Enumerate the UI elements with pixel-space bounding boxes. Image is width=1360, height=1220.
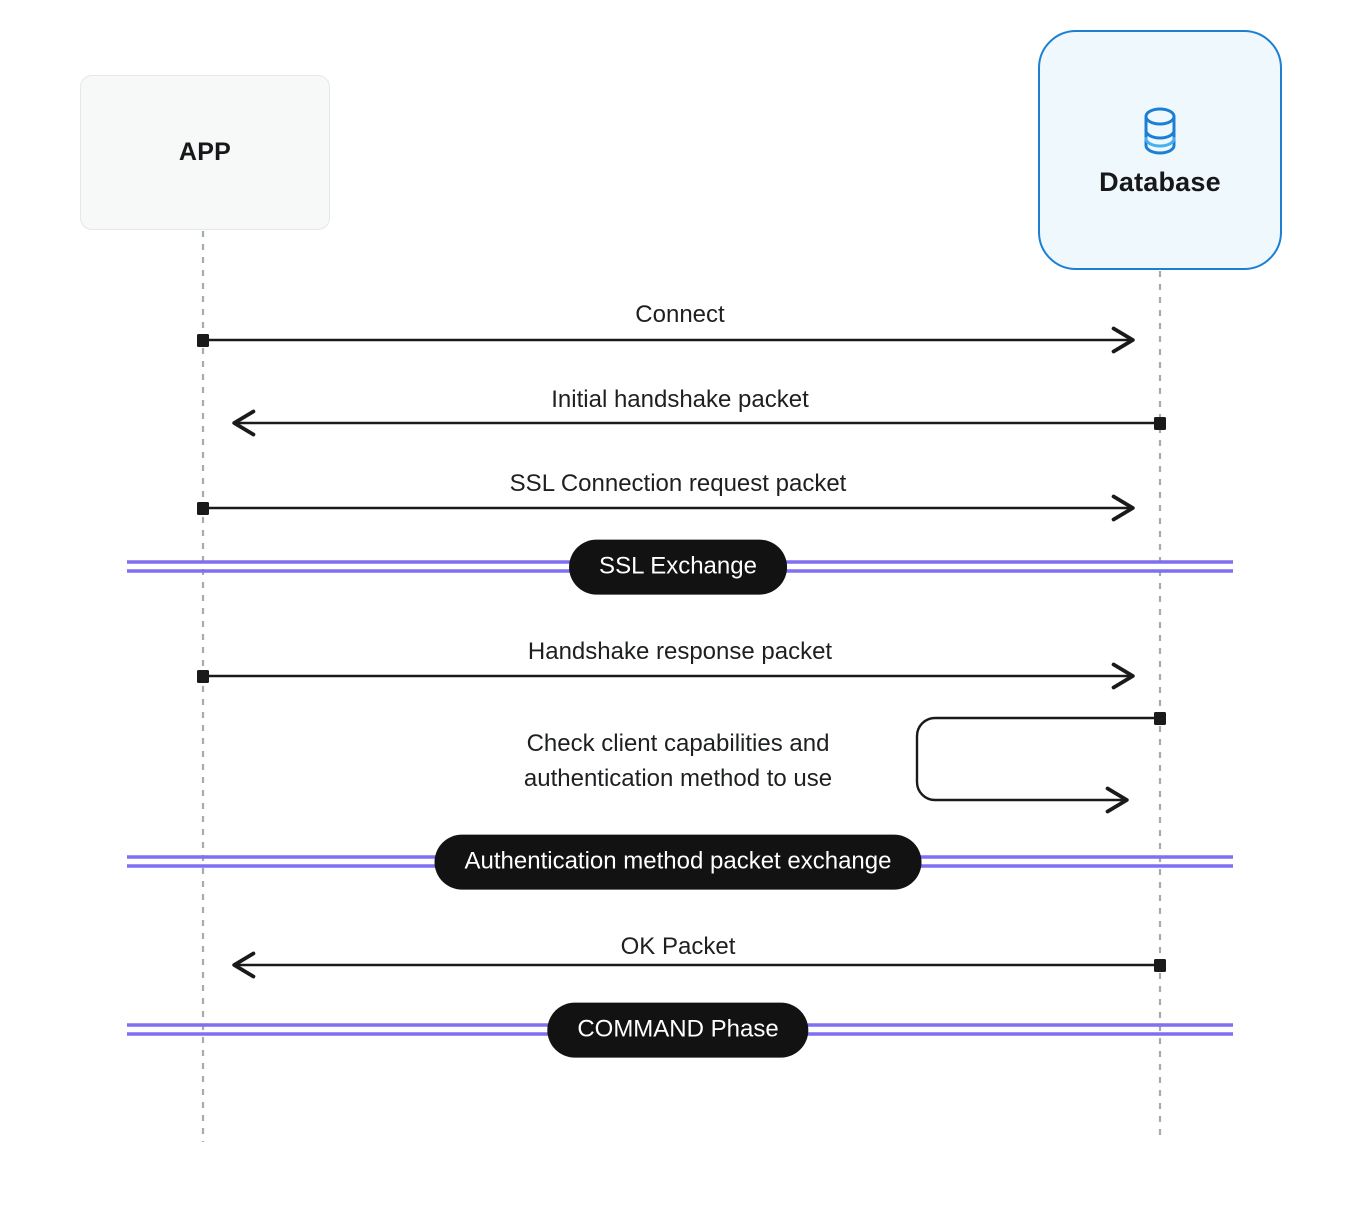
message-label-check-client-capabilities: Check client capabilities and authentica… [463,727,893,797]
message-label-line-2: authentication method to use [523,764,833,792]
participant-app[interactable]: APP [80,75,330,230]
message-label-ssl-connection-request-packet: SSL Connection request packet [509,470,847,497]
divider-pill-command-phase[interactable]: COMMAND Phase [547,1002,809,1058]
message-label-ok-packet: OK Packet [620,933,736,960]
message-arrow-initial-handshake-packet [232,409,1166,437]
participant-database[interactable]: Database [1038,30,1282,270]
divider-pill-ssl-exchange[interactable]: SSL Exchange [569,539,787,595]
message-arrow-ssl-connection-request-packet [197,494,1135,522]
divider-pill-authentication-method-packet-exchange[interactable]: Authentication method packet exchange [434,834,922,890]
message-arrow-ok-packet [232,951,1166,979]
participant-app-label: APP [178,138,232,166]
message-arrow-connect [197,326,1135,354]
participant-database-label: Database [1099,166,1221,197]
message-label-initial-handshake-packet: Initial handshake packet [551,386,809,413]
message-arrow-handshake-response-packet [197,662,1135,690]
message-label-connect: Connect [635,301,725,328]
message-self-loop-check-client-capabilities [915,712,1166,814]
message-label-handshake-response-packet: Handshake response packet [527,638,833,665]
database-cylinder-icon [1132,103,1188,159]
message-label-line-1: Check client capabilities and [526,730,830,757]
